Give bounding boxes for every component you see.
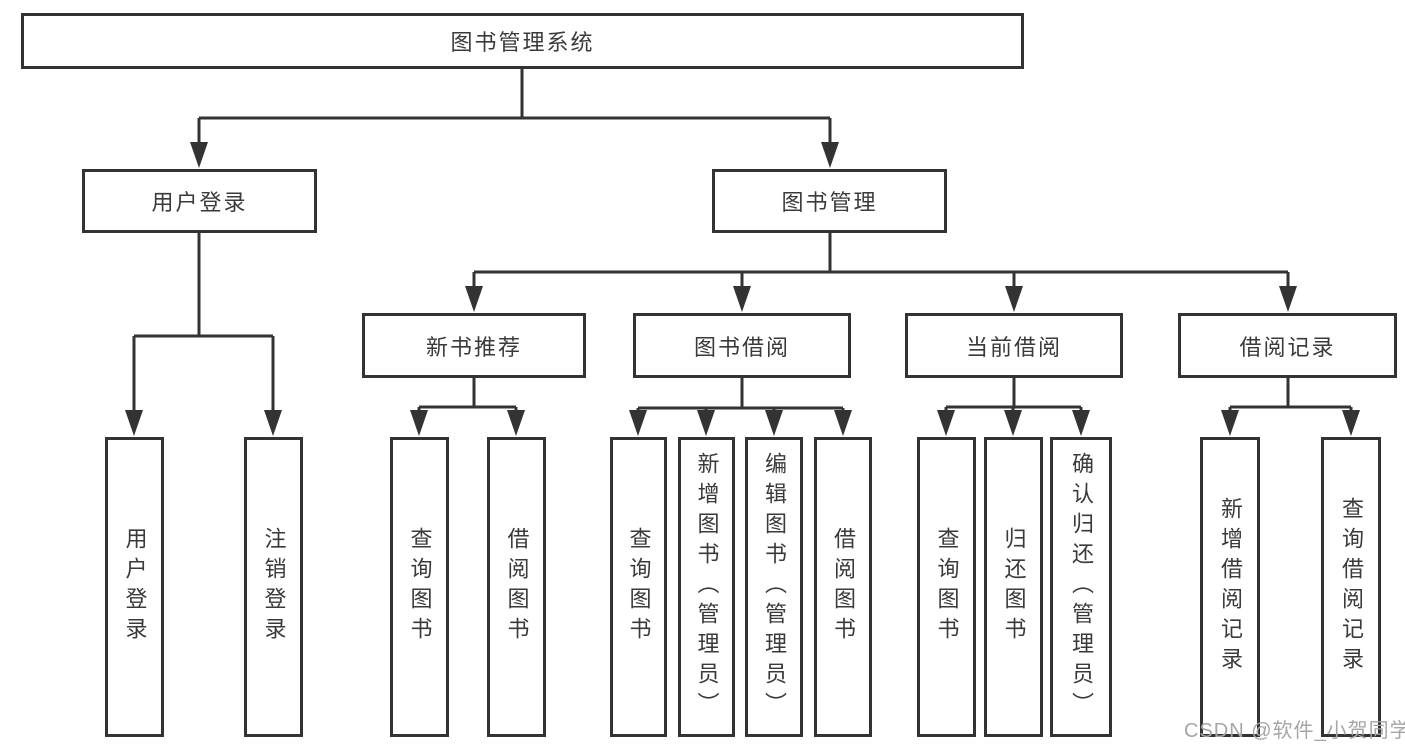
node-book-borrowing: 图书借阅 <box>633 313 851 378</box>
connector-arrowheads <box>125 142 1360 436</box>
connector-lines <box>132 69 1353 414</box>
node-new-book-recommendation: 新书推荐 <box>362 313 586 378</box>
leaf-user-login: 用户登录 <box>105 437 164 737</box>
leaf-confirm-return-admin: 确认归还（管理员） <box>1050 437 1112 737</box>
leaf-borrow-books-recommend: 借阅图书 <box>487 437 546 737</box>
leaf-logout-login: 注销登录 <box>244 437 303 737</box>
connector-book-management-children <box>472 233 1290 291</box>
connector-current-borrow-children <box>944 378 1083 414</box>
csdn-watermark: CSDN @软件_小贺同学 <box>1184 720 1405 742</box>
arrow-to-borrow-record <box>1279 286 1297 312</box>
arrow-to-leaf-g3-2 <box>697 410 715 436</box>
arrow-to-leaf-g2-1 <box>410 410 428 436</box>
leaf-edit-books-admin: 编辑图书（管理员） <box>745 437 803 737</box>
arrow-to-book-borrow <box>733 286 751 312</box>
node-library-management-system: 图书管理系统 <box>21 13 1024 69</box>
arrow-to-leaf-g4-3 <box>1072 410 1090 436</box>
arrow-to-leaf-user-login <box>125 410 143 436</box>
leaf-return-books: 归还图书 <box>984 437 1043 737</box>
connector-new-book-children <box>417 378 518 414</box>
node-borrowing-records: 借阅记录 <box>1178 313 1397 378</box>
leaf-add-books-admin: 新增图书（管理员） <box>678 437 735 737</box>
arrow-to-book-management <box>821 142 839 168</box>
leaf-query-books-borrowing: 查询图书 <box>610 437 667 737</box>
arrow-to-leaf-g3-4 <box>834 410 852 436</box>
leaf-query-borrow-record: 查询借阅记录 <box>1321 437 1381 737</box>
arrow-to-leaf-g4-2 <box>1004 410 1022 436</box>
connector-borrow-record-children <box>1228 378 1353 414</box>
connector-user-login-children <box>132 233 275 414</box>
leaf-add-borrow-record: 新增借阅记录 <box>1200 437 1260 737</box>
arrow-to-leaf-g3-1 <box>629 410 647 436</box>
arrow-to-leaf-g4-1 <box>937 410 955 436</box>
arrow-to-leaf-g5-2 <box>1342 410 1360 436</box>
arrow-to-user-login <box>190 142 208 168</box>
node-user-login: 用户登录 <box>82 169 317 233</box>
arrow-to-current-borrow <box>1005 286 1023 312</box>
leaf-borrow-books-borrowing: 借阅图书 <box>814 437 872 737</box>
node-book-management: 图书管理 <box>712 169 947 233</box>
arrow-to-leaf-g3-3 <box>765 410 783 436</box>
arrow-to-leaf-logout <box>264 410 282 436</box>
leaf-query-books-recommend: 查询图书 <box>390 437 449 737</box>
leaf-query-books-current: 查询图书 <box>917 437 976 737</box>
arrow-to-new-book <box>465 286 483 312</box>
connector-book-borrow-children <box>636 378 845 414</box>
node-current-borrowing: 当前借阅 <box>905 313 1123 378</box>
arrow-to-leaf-g2-2 <box>507 410 525 436</box>
arrow-to-leaf-g5-1 <box>1221 410 1239 436</box>
connector-root-to-level2 <box>197 69 832 146</box>
